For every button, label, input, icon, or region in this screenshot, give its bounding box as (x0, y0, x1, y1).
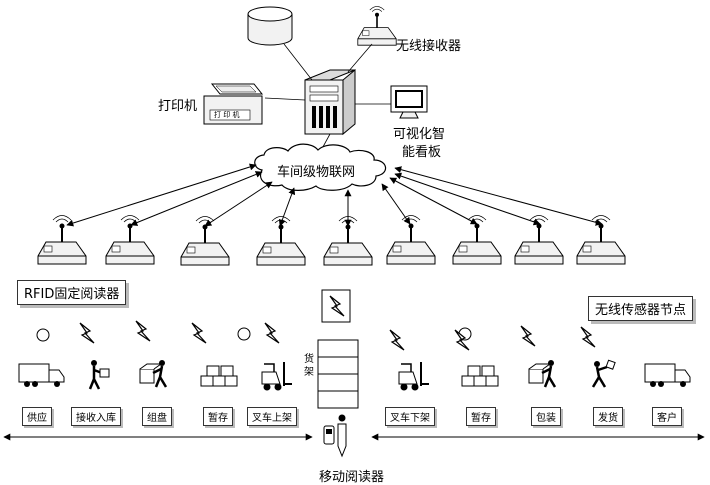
rfid-reader-icon (37, 214, 87, 265)
stage-label: 包装 (531, 407, 561, 426)
stage-label: 发货 (593, 407, 623, 426)
smart-board-label-line2: 能看板 (402, 145, 442, 160)
signal-bolt-icon (264, 322, 280, 344)
stage-label: 暂存 (466, 407, 496, 426)
rfid-reader-icon (386, 214, 436, 265)
box-stack-icon (200, 365, 238, 387)
stage-label: 供应 (22, 407, 52, 426)
wireless-receiver-label: 无线接收器 (396, 39, 462, 54)
signal-bolt-icon (520, 325, 536, 347)
worker-lifting-icon (527, 358, 557, 389)
wireless-sensor-node-label: 无线传感器节点 (588, 296, 694, 321)
signal-bolt-icon (191, 322, 207, 344)
signal-bolt-icon (580, 326, 596, 348)
stage-label: 客户 (652, 407, 682, 426)
sensor-nodes (36, 327, 472, 342)
shelf-signal-icon (321, 289, 351, 323)
rfid-fixed-reader-label: RFID固定阅读器 (17, 280, 127, 305)
printer-plate-label: 打 印 机 (214, 111, 240, 119)
signal-bolt-icon (79, 322, 95, 344)
rfid-reader-icon (180, 215, 230, 266)
rfid-reader-icon (105, 214, 155, 265)
rfid-reader-icon (576, 214, 626, 265)
sensor-node-icon (36, 328, 50, 342)
shelf-label-line1: 货 (304, 354, 314, 365)
printer-label: 打印机 (158, 99, 198, 114)
mobile-reader-icon (323, 414, 347, 458)
signal-bolt-icon (135, 320, 151, 342)
rfid-reader-icon (452, 214, 502, 265)
wireless-receiver-icon (356, 5, 398, 47)
network-cloud-icon (254, 143, 387, 191)
truck-icon (644, 363, 691, 388)
smart-board-icon (390, 85, 428, 119)
shelf-label-line2: 架 (304, 367, 314, 378)
network-links (66, 163, 603, 227)
smart-board-label-line1: 可视化智 (393, 127, 446, 142)
stage-label: 暂存 (203, 407, 233, 426)
network-label: 车间级物联网 (277, 165, 356, 180)
stage-label: 接收入库 (71, 407, 121, 426)
worker-lifting-icon (138, 358, 168, 389)
truck-icon (18, 363, 65, 388)
printer-icon (203, 83, 264, 125)
worker-box-icon (88, 358, 111, 391)
forklift-icon (398, 361, 430, 392)
signal-bolt-icon (389, 329, 405, 351)
shelf-icon (317, 339, 359, 409)
rfid-reader-icon (514, 214, 564, 265)
box-stack-icon (461, 365, 499, 387)
server-icon (304, 68, 356, 136)
database-icon (247, 6, 293, 46)
forklift-icon (261, 361, 293, 392)
stage-label: 叉车上架 (247, 407, 297, 426)
mobile-reader-label: 移动阅读器 (319, 470, 385, 485)
stage-label: 叉车下架 (385, 407, 435, 426)
sensor-node-icon (237, 327, 251, 341)
stage-label: 组盘 (142, 407, 172, 426)
worker-throw-icon (591, 358, 617, 389)
